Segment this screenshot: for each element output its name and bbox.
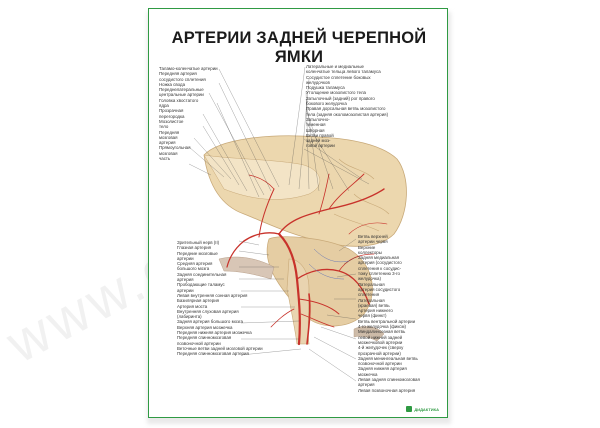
label: центральные артерии: [159, 92, 204, 98]
label: ядра: [159, 103, 169, 109]
label: Прямоугольная: [159, 145, 191, 151]
labels-left-bottom: Зрительный нерв (II) Глазная артерия Пер…: [177, 240, 263, 357]
label: артерии: [177, 255, 194, 261]
label: мозговая: [159, 150, 178, 156]
label: задней моз-: [306, 138, 331, 144]
label: большого мозга: [177, 266, 210, 272]
label: артерия (сосудистого: [358, 260, 402, 266]
label: Веточные ветви задней мозговой артерии: [177, 345, 263, 351]
label: сплетения: [358, 292, 380, 298]
label: Левая внутренняя сонная артерия: [177, 292, 248, 298]
poster-title: АРТЕРИИ ЗАДНЕЙ ЧЕРЕПНОЙ ЯМКИ: [171, 29, 427, 66]
label: левой нижней задней: [358, 334, 403, 340]
label: Левая позвоночная артерия: [358, 387, 416, 393]
label: Мозолистое: [159, 118, 184, 124]
label: артерии: [177, 287, 194, 293]
label: Латеральная: [358, 281, 385, 287]
label: коллекторы: [358, 249, 382, 255]
label: сосудистого сплетения: [159, 76, 206, 82]
label: Правая дорсальная ветвь мозолистого: [306, 106, 386, 112]
label: Ветви правой: [306, 132, 334, 138]
label: Верхние: [358, 244, 376, 250]
brain-arteries-illustration: [188, 66, 407, 382]
label: мозжечковой артерии: [358, 339, 403, 345]
label: Головка хвостатого: [159, 97, 199, 103]
label: Зрительный нерв (II): [177, 240, 220, 245]
label: Передняя спинномозговая артерия: [177, 351, 249, 357]
label: Задняя медиальная: [358, 255, 399, 261]
label: Базилярная артерия: [177, 298, 220, 304]
brand-name: ДИДАКТИКА: [414, 406, 439, 412]
label: червя (финкт): [358, 313, 387, 319]
label: Прозрачная: [159, 108, 184, 114]
brand-logo: ДИДАКТИКА: [406, 406, 439, 412]
labels-left-top: Таламо-коленчатые артерии Передняя артер…: [159, 66, 218, 161]
label: Затылочно-: [306, 116, 330, 122]
poster: АРТЕРИИ ЗАДНЕЙ ЧЕРЕПНОЙ ЯМКИ: [148, 8, 448, 418]
label: Глазная артерия: [177, 245, 212, 251]
label: Задняя соединительная: [177, 271, 227, 277]
label: часть: [159, 156, 171, 162]
label: артерия сосудистого: [358, 286, 401, 292]
label: желудочка): [358, 276, 381, 282]
label: позвоночной артерии: [177, 340, 221, 346]
label: Подушка таламуса: [306, 85, 345, 91]
label: тело: [159, 124, 169, 130]
label: Латеральные и медиальные: [306, 64, 364, 69]
label: мозговая: [159, 134, 178, 140]
label: Задняя артерия большого мозга: [177, 319, 243, 325]
label: Ветвь верхней: [358, 234, 388, 239]
brand-icon: [406, 406, 413, 412]
label: Утолщение мозолистого тела: [306, 90, 366, 96]
label: бокового желудочка: [306, 101, 347, 107]
label: Ветвь вентральной артерии: [358, 318, 416, 324]
label: Артерия нижнего: [358, 308, 393, 314]
label: коленчатые тельца левого таламуса: [306, 69, 381, 75]
label: Миндалиноэзная ветвь: [358, 329, 406, 335]
cerebrum-cut: [203, 154, 321, 200]
label: Верхняя артерия мозжечка: [177, 324, 233, 330]
label: (краевая) ветвь: [358, 302, 390, 308]
label: Передняя: [159, 129, 180, 135]
label: 4-го желудочка (фиксм): [358, 324, 406, 330]
label: тела (задняя околомозолистая артерия): [306, 111, 389, 117]
label: Таламо-коленчатые артерии: [159, 66, 218, 71]
label: Передняя нижняя артерия мозжечка: [177, 330, 252, 336]
label: артерия: [159, 140, 176, 146]
label: говой артерии: [306, 143, 335, 149]
label: Артерия моста: [177, 303, 208, 309]
label: артерия: [358, 382, 375, 388]
label: Левая задняя спинномозговая: [358, 377, 420, 383]
labels-right-bottom: Ветвь верхней артерии червя Верхние колл…: [358, 234, 420, 393]
label: Затылочный (задний) рог правого: [306, 95, 375, 101]
label: (лабиринта): [177, 314, 202, 320]
label: Шпорная: [306, 127, 325, 133]
label: Сосудистое сплетение боковых: [306, 74, 371, 80]
label: позвоночной артерии: [358, 361, 402, 367]
label: Внутренняя слуховая артерия: [177, 308, 239, 314]
label: Задняя нижняя артерия: [358, 366, 407, 372]
label: Латеральная: [358, 297, 385, 303]
label: Передние мозговые: [177, 250, 218, 256]
label: прозрачной артерии): [358, 350, 401, 356]
label: сплетения к сосудис-: [358, 265, 402, 271]
label: перегородка: [159, 113, 185, 119]
labels-right-top: Латеральные и медиальные коленчатые тель…: [306, 64, 388, 149]
label: мозжечка: [358, 371, 378, 377]
label: Ножка свода: [159, 81, 186, 87]
label: тому сплетению 3-го: [358, 271, 400, 277]
label: артерии червя: [358, 239, 388, 245]
label: Средняя артерия: [177, 261, 213, 267]
label: желудочков: [306, 79, 330, 85]
label: артерия: [177, 277, 194, 283]
label: 4-й желудочек (сверху: [358, 345, 404, 351]
label: Прободающие таламус: [177, 282, 225, 288]
label: Передняя артерия: [159, 71, 197, 77]
label: Переднелатеральные: [159, 87, 204, 93]
label: Передняя спинномозговая: [177, 335, 232, 341]
label: Задняя менингеальная ветвь: [358, 355, 418, 361]
label: теменная: [306, 122, 326, 128]
